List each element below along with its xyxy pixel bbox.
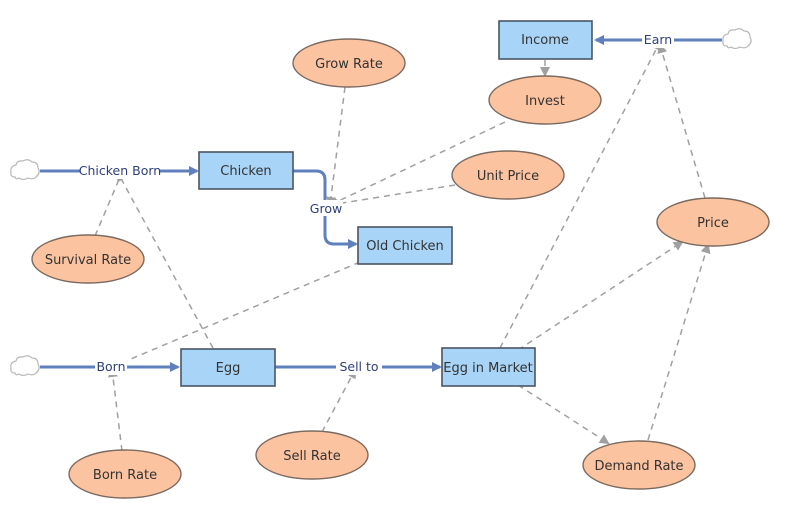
aux-sell-rate-label: Sell Rate — [283, 449, 340, 464]
cloud-icon — [10, 159, 40, 181]
flow-earn[interactable]: Earn — [642, 32, 674, 48]
stock-income[interactable]: Income — [498, 20, 593, 60]
link-market-earn — [499, 40, 661, 349]
stock-old-chicken-label: Old Chicken — [366, 239, 444, 254]
information-links — [94, 40, 711, 452]
stock-old-chicken[interactable]: Old Chicken — [357, 226, 453, 265]
link-egg-chicken-born — [117, 171, 214, 349]
link-market-price — [517, 240, 684, 351]
aux-grow-rate[interactable]: Grow Rate — [292, 38, 406, 88]
aux-invest[interactable]: Invest — [488, 75, 602, 125]
aux-demand-rate-label: Demand Rate — [594, 459, 683, 474]
link-unit-price-grow — [328, 184, 456, 209]
aux-survival-rate[interactable]: Survival Rate — [31, 234, 145, 284]
aux-born-rate-label: Born Rate — [93, 468, 157, 483]
stock-egg[interactable]: Egg — [180, 348, 276, 387]
stock-egg-label: Egg — [216, 361, 241, 376]
aux-unit-price[interactable]: Unit Price — [451, 150, 565, 200]
link-demand-rate-price — [647, 243, 711, 441]
flow-labels: Earn Chicken Born Grow Born Sell to — [79, 32, 674, 375]
link-old-chicken-born — [110, 261, 361, 369]
link-survival-rate-chicken-born — [94, 168, 125, 237]
link-market-demand-rate — [517, 384, 610, 445]
flow-grow[interactable]: Grow — [309, 200, 343, 216]
link-born-rate-born — [108, 367, 123, 452]
aux-sell-rate[interactable]: Sell Rate — [255, 430, 369, 480]
stock-chicken-label: Chicken — [220, 164, 271, 179]
aux-unit-price-label: Unit Price — [477, 169, 539, 184]
cloud-icon — [722, 28, 752, 50]
flow-pipes — [40, 35, 722, 372]
aux-born-rate[interactable]: Born Rate — [68, 449, 182, 499]
cloud-icon — [10, 355, 40, 377]
flow-earn-label: Earn — [644, 32, 672, 47]
flow-born-label: Born — [96, 359, 125, 374]
link-grow-rate-grow — [326, 86, 346, 207]
flow-chicken-born-label: Chicken Born — [79, 163, 161, 178]
aux-price-label: Price — [697, 216, 729, 231]
flow-chicken-born[interactable]: Chicken Born — [79, 163, 161, 179]
stock-chicken[interactable]: Chicken — [198, 151, 294, 190]
aux-invest-label: Invest — [525, 94, 565, 109]
aux-survival-rate-label: Survival Rate — [45, 253, 131, 268]
link-sell-rate-sell-to — [321, 368, 356, 433]
flow-grow-label: Grow — [310, 201, 342, 216]
stock-income-label: Income — [521, 33, 569, 48]
aux-demand-rate[interactable]: Demand Rate — [582, 440, 696, 490]
aux-grow-rate-label: Grow Rate — [315, 57, 383, 72]
flow-born[interactable]: Born — [95, 359, 127, 375]
link-price-earn — [657, 43, 706, 199]
flow-sell-to-label: Sell to — [339, 359, 378, 374]
stock-egg-in-market[interactable]: Egg in Market — [441, 347, 536, 387]
stock-egg-in-market-label: Egg in Market — [443, 361, 533, 376]
aux-price[interactable]: Price — [656, 197, 770, 247]
flow-sell-to[interactable]: Sell to — [336, 359, 382, 375]
